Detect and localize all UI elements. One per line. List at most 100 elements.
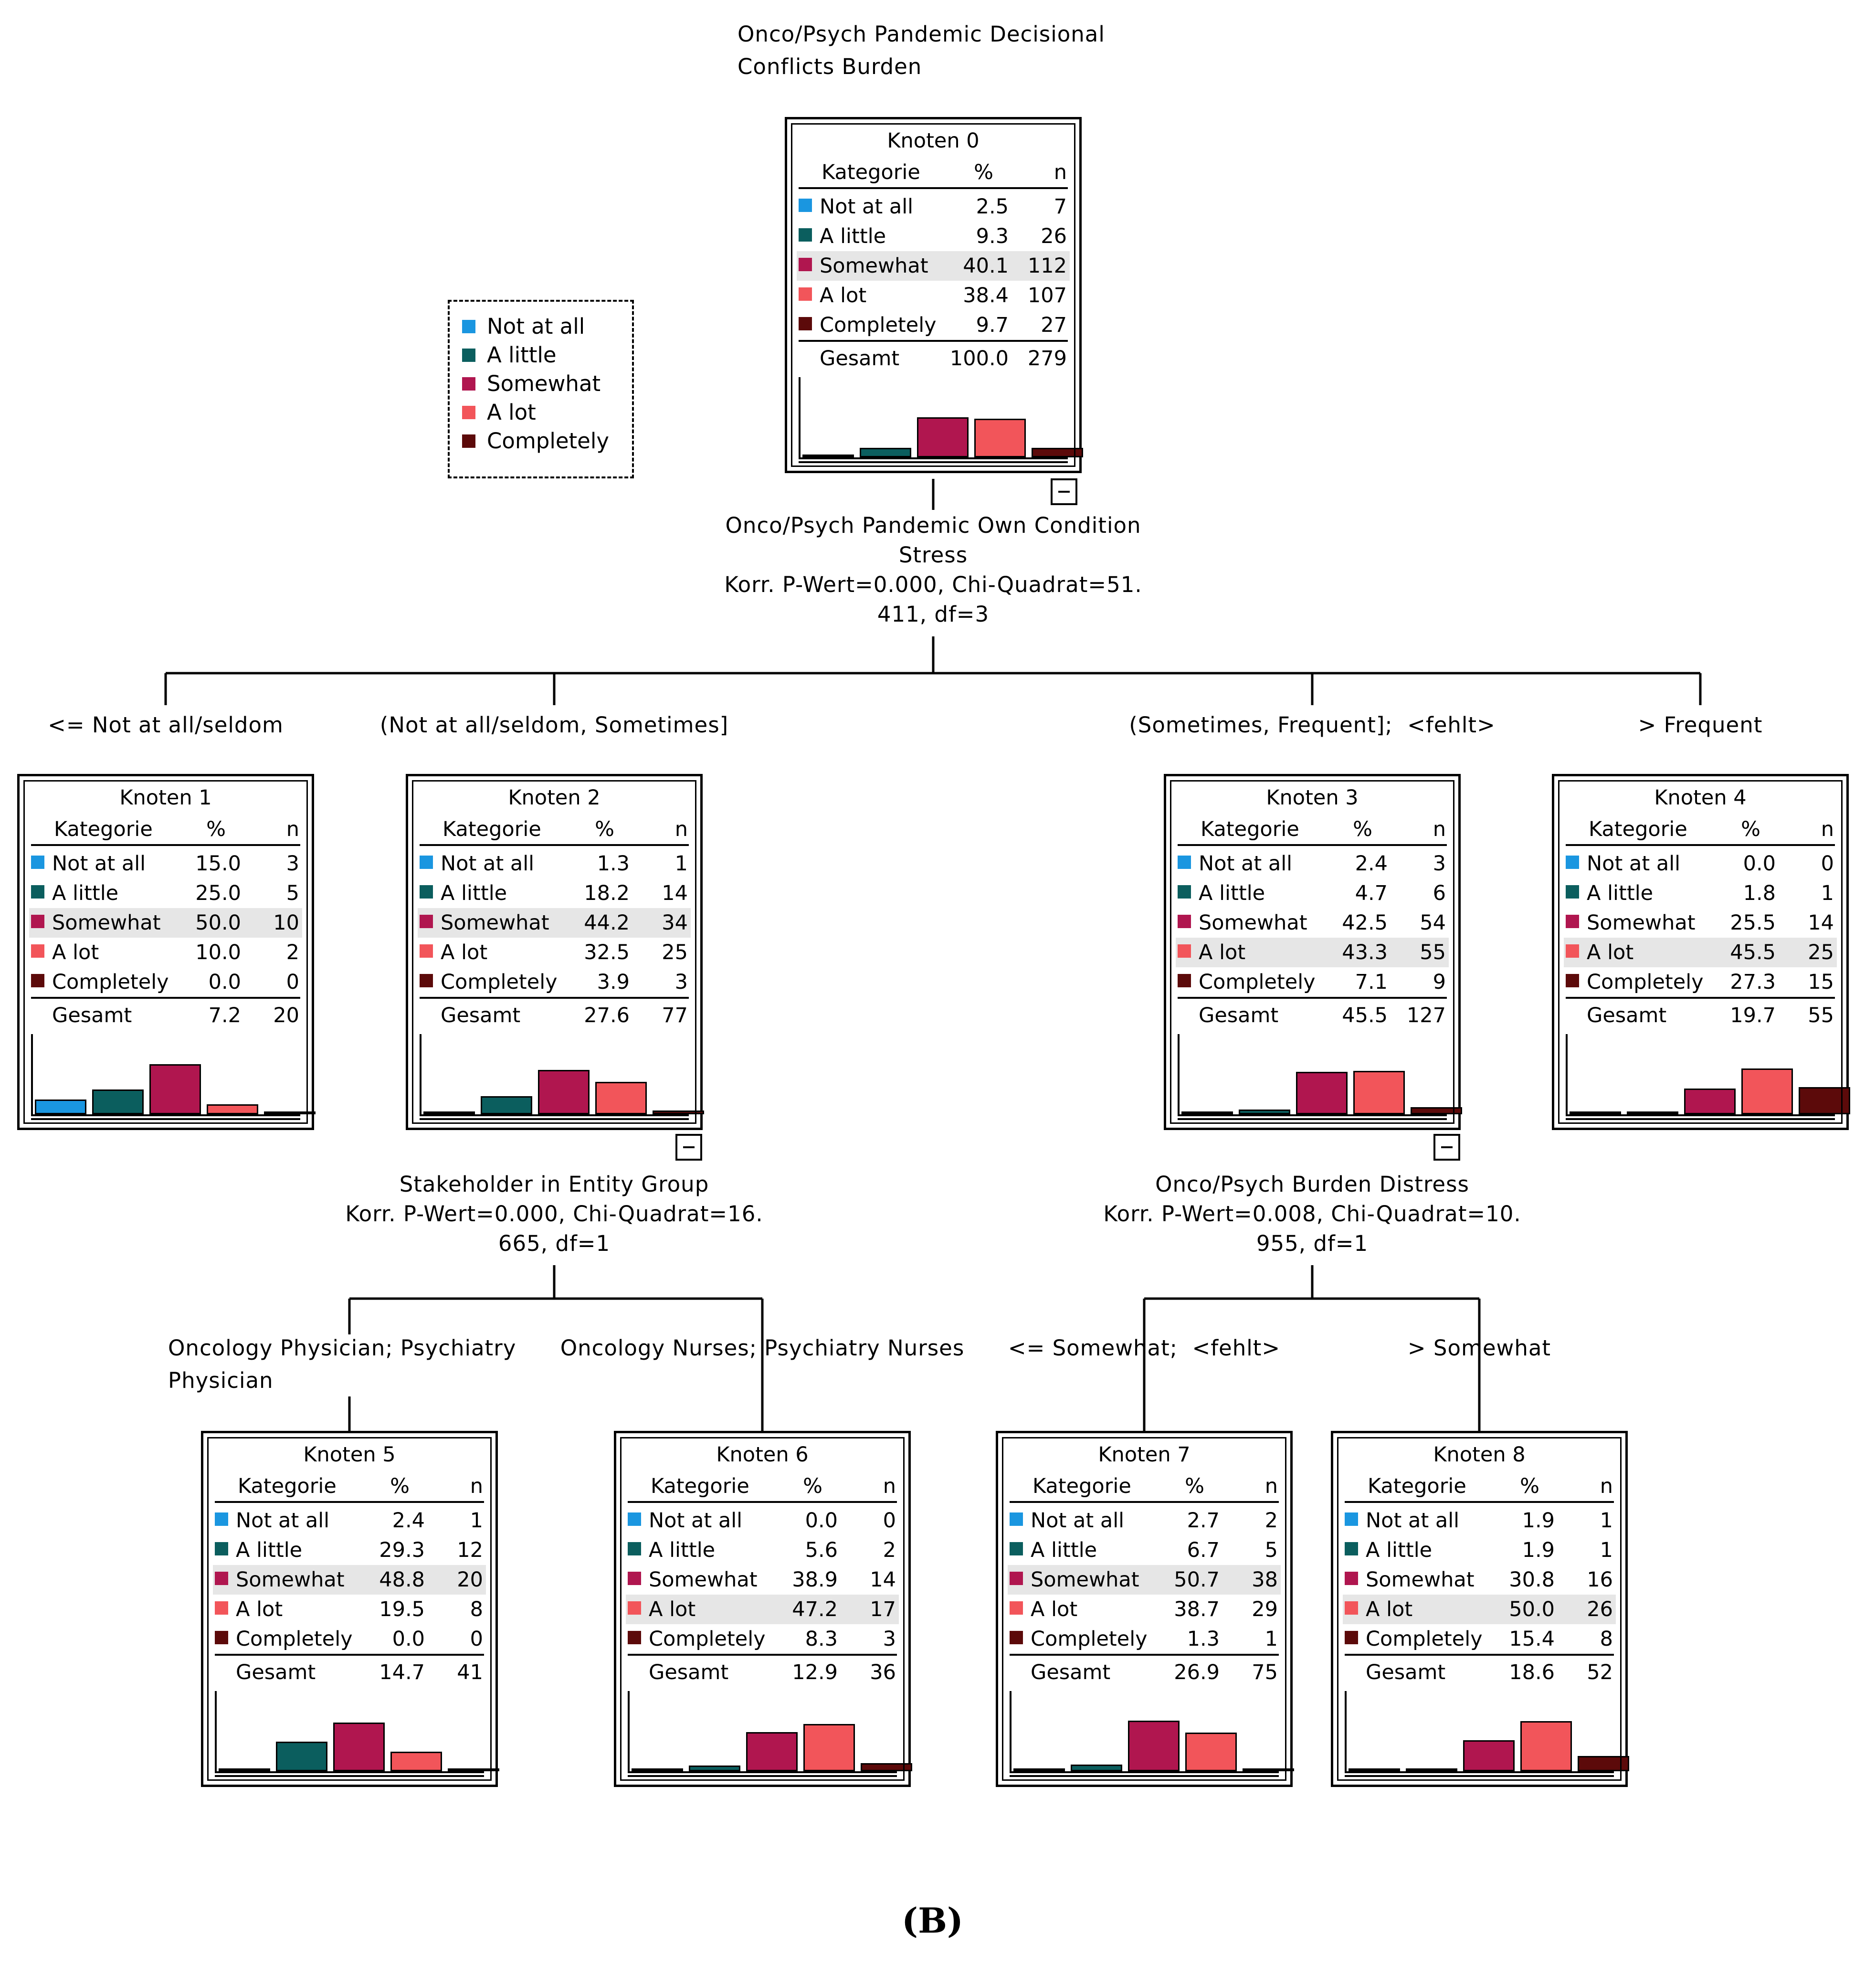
node-rule-top <box>628 1501 897 1503</box>
category-n: 25 <box>1808 941 1834 964</box>
category-pct: 7.1 <box>1355 970 1388 994</box>
category-label: Somewhat <box>820 254 928 278</box>
header-category: Kategorie <box>54 817 153 841</box>
category-swatch <box>1010 1542 1023 1555</box>
total-label: Gesamt <box>1031 1660 1111 1684</box>
node-title: Knoten 6 <box>716 1443 809 1467</box>
histogram-baseline <box>799 457 1068 459</box>
legend-swatch <box>462 434 475 448</box>
category-label: A little <box>52 881 119 905</box>
category-n: 1 <box>470 1509 483 1533</box>
figure-caption: (B) <box>902 1900 963 1941</box>
category-swatch <box>628 1512 641 1526</box>
node-histogram <box>1176 1034 1462 1120</box>
category-n: 3 <box>286 852 299 876</box>
category-label: Somewhat <box>1199 911 1307 935</box>
node-table-header: Kategorie%n <box>1176 814 1449 844</box>
histogram-bar <box>35 1099 86 1114</box>
histogram-bar <box>481 1096 532 1114</box>
histogram-bar <box>861 1763 912 1771</box>
total-pct: 27.6 <box>584 1004 630 1027</box>
category-pct: 48.8 <box>379 1568 425 1592</box>
node-histogram <box>626 1691 912 1777</box>
legend-label: A lot <box>487 400 536 425</box>
node-rule-bottom <box>1178 997 1447 999</box>
category-label: Not at all <box>1366 1509 1460 1533</box>
category-swatch <box>420 944 433 958</box>
histogram-baseline-outer <box>1010 1775 1279 1777</box>
histogram-bar <box>1128 1720 1180 1771</box>
histogram-bar <box>264 1111 316 1114</box>
category-label: Completely <box>236 1627 353 1651</box>
category-swatch <box>628 1572 641 1585</box>
category-label: Not at all <box>649 1509 743 1533</box>
histogram-axis <box>31 1034 33 1116</box>
histogram-baseline <box>1566 1114 1835 1116</box>
category-label: Completely <box>1587 970 1704 994</box>
collapse-node3-button[interactable] <box>1433 1134 1460 1161</box>
category-pct: 25.5 <box>1730 911 1776 935</box>
header-category: Kategorie <box>443 817 541 841</box>
category-pct: 29.3 <box>379 1538 425 1562</box>
category-pct: 1.3 <box>597 852 630 876</box>
header-pct: % <box>1185 1474 1204 1498</box>
node-histogram <box>418 1034 704 1120</box>
category-pct: 38.9 <box>792 1568 838 1592</box>
header-n: n <box>1600 1474 1613 1498</box>
header-pct: % <box>595 817 614 841</box>
category-n: 9 <box>1433 970 1446 994</box>
histogram-bar <box>1406 1768 1457 1771</box>
category-label: A little <box>1366 1538 1433 1562</box>
collapse-node0-button[interactable] <box>1051 478 1077 505</box>
category-swatch <box>1345 1542 1358 1555</box>
category-n: 5 <box>1264 1538 1278 1562</box>
category-n: 0 <box>1821 852 1834 876</box>
category-pct: 50.0 <box>195 911 241 935</box>
histogram-bar <box>1243 1768 1294 1771</box>
category-swatch <box>1566 944 1579 958</box>
category-n: 1 <box>1821 881 1834 905</box>
total-n: 36 <box>870 1660 896 1684</box>
category-n: 6 <box>1433 881 1446 905</box>
category-swatch <box>1010 1631 1023 1644</box>
branch-label-node3: (Sometimes, Frequent]; <fehlt> <box>1129 712 1496 738</box>
header-pct: % <box>974 160 993 184</box>
category-pct: 2.7 <box>1187 1509 1220 1533</box>
total-n: 20 <box>273 1004 299 1027</box>
node-table-header: Kategorie%n <box>626 1471 899 1501</box>
category-label: Completely <box>1199 970 1316 994</box>
category-n: 29 <box>1252 1597 1278 1621</box>
category-swatch <box>1566 974 1579 987</box>
histogram-bar <box>333 1722 385 1771</box>
histogram-bar <box>92 1089 144 1114</box>
category-label: A little <box>1199 881 1265 905</box>
header-n: n <box>1054 160 1067 184</box>
node-rule-bottom <box>420 997 689 999</box>
legend-swatch <box>462 349 475 362</box>
category-swatch <box>799 258 812 271</box>
node-histogram <box>1008 1691 1294 1777</box>
histogram-bar <box>1013 1768 1065 1771</box>
header-n: n <box>1433 817 1446 841</box>
histogram-baseline <box>215 1771 484 1773</box>
collapse-node2-button[interactable] <box>675 1134 702 1161</box>
category-pct: 2.5 <box>976 195 1009 219</box>
category-swatch <box>628 1542 641 1555</box>
node-rule-top <box>1178 844 1447 846</box>
category-n: 5 <box>286 881 299 905</box>
legend-label: A little <box>487 342 557 368</box>
histogram-baseline-outer <box>628 1775 897 1777</box>
